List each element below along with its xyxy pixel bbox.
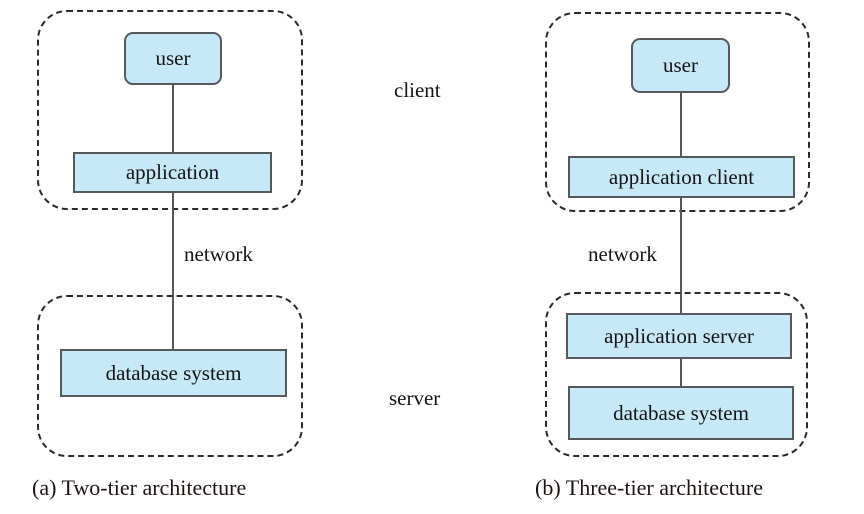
- left-node-user: user: [124, 32, 222, 85]
- right-caption: (b) Three-tier architecture: [535, 475, 764, 500]
- left-node-database-system: database system: [60, 349, 287, 397]
- left-node-application-label: application: [125, 160, 220, 184]
- right-node-user: user: [631, 38, 730, 93]
- left-connector-user-application: [172, 84, 174, 152]
- right-server-tier-container: [545, 292, 808, 457]
- left-node-application: application: [73, 152, 272, 193]
- right-node-database-system-label: database system: [613, 400, 749, 425]
- server-tier-label: server: [389, 386, 441, 410]
- left-node-database-system-label: database system: [105, 360, 242, 385]
- right-connector-network: [680, 197, 682, 315]
- client-tier-label: client: [394, 78, 441, 102]
- right-node-application-server-label: application server: [604, 323, 754, 348]
- right-node-user-label: user: [663, 53, 698, 77]
- left-connector-network: [172, 192, 174, 350]
- left-node-user-label: user: [155, 46, 191, 70]
- right-node-application-client-label: application client: [608, 164, 755, 189]
- right-node-application-client: application client: [568, 156, 795, 198]
- right-node-application-server: application server: [566, 313, 792, 359]
- right-client-tier-container: [545, 12, 810, 212]
- left-caption: (a) Two-tier architecture: [32, 475, 247, 500]
- left-network-label: network: [184, 242, 253, 266]
- right-node-database-system: database system: [568, 386, 794, 440]
- left-client-tier-container: [37, 10, 303, 210]
- right-connector-appserver-database: [680, 358, 682, 387]
- right-network-label: network: [588, 242, 657, 266]
- left-server-tier-container: [37, 295, 303, 457]
- right-connector-user-application-client: [680, 92, 682, 156]
